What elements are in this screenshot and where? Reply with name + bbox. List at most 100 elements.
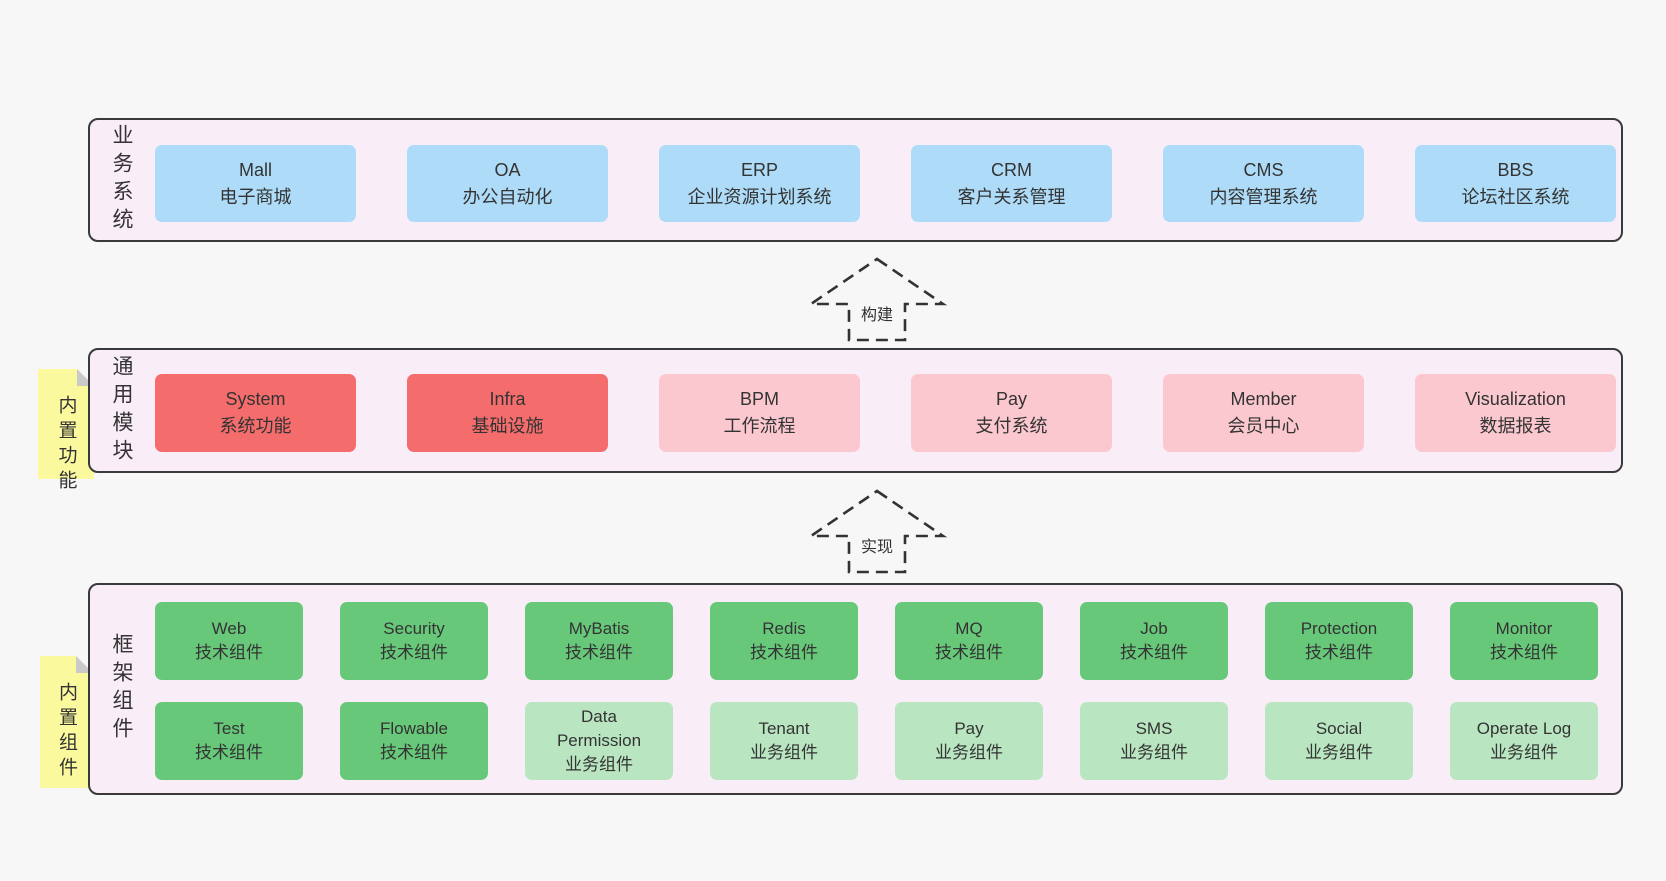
box-member: Member 会员中心 bbox=[1163, 374, 1364, 452]
box-flowable: Flowable 技术组件 bbox=[340, 702, 488, 780]
box-security-desc: 技术组件 bbox=[380, 643, 448, 662]
box-system: System 系统功能 bbox=[155, 374, 356, 452]
box-pay-component-desc: 业务组件 bbox=[935, 743, 1003, 762]
box-oa: OA 办公自动化 bbox=[407, 145, 608, 222]
band-business-systems: 业务系统 Mall 电子商城 OA 办公自动化 ERP 企业资源计划系统 CRM… bbox=[88, 118, 1623, 242]
box-bbs-name: BBS bbox=[1497, 159, 1534, 180]
box-test-desc: 技术组件 bbox=[195, 743, 263, 762]
box-web-name: Web bbox=[211, 619, 247, 638]
arrow-up-dashed-icon bbox=[806, 257, 948, 342]
arrow-implement-label: 实现 bbox=[856, 532, 898, 558]
box-redis: Redis 技术组件 bbox=[710, 602, 858, 680]
framework-components-row-2: Test 技术组件 Flowable 技术组件 Data Permission … bbox=[155, 702, 1598, 780]
common-modules-boxes: System 系统功能 Infra 基础设施 BPM 工作流程 Pay 支付系统… bbox=[155, 374, 1616, 452]
box-data-permission: Data Permission 业务组件 bbox=[525, 702, 673, 780]
box-member-desc: 会员中心 bbox=[1227, 416, 1300, 436]
band-common-modules: 通用模块 System 系统功能 Infra 基础设施 BPM 工作流程 Pay… bbox=[88, 348, 1623, 473]
box-data-permission-desc: 业务组件 bbox=[565, 755, 633, 774]
framework-components-row-1: Web 技术组件 Security 技术组件 MyBatis 技术组件 Redi… bbox=[155, 602, 1598, 680]
box-security-name: Security bbox=[383, 619, 445, 638]
band-framework-components: 框架组件 Web 技术组件 Security 技术组件 MyBatis 技术组件… bbox=[88, 583, 1623, 795]
box-job-desc: 技术组件 bbox=[1120, 643, 1188, 662]
business-systems-boxes: Mall 电子商城 OA 办公自动化 ERP 企业资源计划系统 CRM 客户关系… bbox=[155, 145, 1616, 222]
sticky-built-in-components-label: 内置组件 bbox=[56, 682, 77, 782]
box-erp-desc: 企业资源计划系统 bbox=[687, 186, 832, 207]
box-operate-log-name: Operate Log bbox=[1476, 719, 1572, 738]
box-erp-name: ERP bbox=[740, 159, 778, 180]
box-tenant-desc: 业务组件 bbox=[750, 743, 818, 762]
box-operate-log-desc: 业务组件 bbox=[1490, 743, 1558, 762]
box-sms-name: SMS bbox=[1135, 719, 1173, 738]
box-system-name: System bbox=[225, 389, 286, 409]
band-business-systems-label: 业务系统 bbox=[110, 124, 133, 236]
box-crm-desc: 客户关系管理 bbox=[957, 186, 1066, 207]
arrow-up-dashed-icon bbox=[806, 489, 948, 574]
box-erp: ERP 企业资源计划系统 bbox=[659, 145, 860, 222]
box-infra-name: Infra bbox=[489, 389, 526, 409]
box-tenant: Tenant 业务组件 bbox=[710, 702, 858, 780]
box-job: Job 技术组件 bbox=[1080, 602, 1228, 680]
box-sms: SMS 业务组件 bbox=[1080, 702, 1228, 780]
box-infra: Infra 基础设施 bbox=[407, 374, 608, 452]
box-oa-desc: 办公自动化 bbox=[462, 186, 553, 207]
box-web: Web 技术组件 bbox=[155, 602, 303, 680]
box-system-desc: 系统功能 bbox=[219, 416, 292, 436]
box-visualization-name: Visualization bbox=[1465, 389, 1566, 409]
box-sms-desc: 业务组件 bbox=[1120, 743, 1188, 762]
box-pay-module-name: Pay bbox=[995, 389, 1028, 409]
box-social-name: Social bbox=[1315, 719, 1363, 738]
box-bbs-desc: 论坛社区系统 bbox=[1461, 186, 1570, 207]
box-crm-name: CRM bbox=[991, 159, 1032, 180]
arrow-build-label: 构建 bbox=[856, 300, 898, 326]
box-web-desc: 技术组件 bbox=[195, 643, 263, 662]
box-mq-name: MQ bbox=[955, 619, 983, 638]
box-mybatis-desc: 技术组件 bbox=[565, 643, 633, 662]
box-social-desc: 业务组件 bbox=[1305, 743, 1373, 762]
box-oa-name: OA bbox=[494, 159, 521, 180]
box-monitor-name: Monitor bbox=[1495, 619, 1553, 638]
box-mall-desc: 电子商城 bbox=[219, 186, 292, 207]
box-mq-desc: 技术组件 bbox=[935, 643, 1003, 662]
box-job-name: Job bbox=[1140, 619, 1168, 638]
box-cms: CMS 内容管理系统 bbox=[1163, 145, 1364, 222]
box-mall: Mall 电子商城 bbox=[155, 145, 356, 222]
box-operate-log: Operate Log 业务组件 bbox=[1450, 702, 1598, 780]
box-monitor: Monitor 技术组件 bbox=[1450, 602, 1598, 680]
box-mall-name: Mall bbox=[238, 159, 272, 180]
box-pay-module: Pay 支付系统 bbox=[911, 374, 1112, 452]
arrow-build: 构建 bbox=[806, 256, 948, 344]
box-test: Test 技术组件 bbox=[155, 702, 303, 780]
box-tenant-name: Tenant bbox=[758, 719, 810, 738]
box-bpm: BPM 工作流程 bbox=[659, 374, 860, 452]
box-mybatis-name: MyBatis bbox=[568, 619, 630, 638]
box-test-name: Test bbox=[213, 719, 245, 738]
box-pay-component-name: Pay bbox=[954, 719, 984, 738]
box-redis-name: Redis bbox=[762, 619, 806, 638]
box-visualization: Visualization 数据报表 bbox=[1415, 374, 1616, 452]
box-protection-desc: 技术组件 bbox=[1305, 643, 1373, 662]
box-protection-name: Protection bbox=[1300, 619, 1378, 638]
box-bbs: BBS 论坛社区系统 bbox=[1415, 145, 1616, 222]
box-cms-desc: 内容管理系统 bbox=[1209, 186, 1318, 207]
box-flowable-desc: 技术组件 bbox=[380, 743, 448, 762]
arrow-implement: 实现 bbox=[806, 488, 948, 576]
box-flowable-name: Flowable bbox=[379, 719, 449, 738]
box-redis-desc: 技术组件 bbox=[750, 643, 818, 662]
box-pay-component: Pay 业务组件 bbox=[895, 702, 1043, 780]
box-monitor-desc: 技术组件 bbox=[1490, 643, 1558, 662]
box-bpm-desc: 工作流程 bbox=[723, 416, 796, 436]
box-pay-module-desc: 支付系统 bbox=[975, 416, 1048, 436]
box-mq: MQ 技术组件 bbox=[895, 602, 1043, 680]
band-common-modules-label: 通用模块 bbox=[110, 354, 133, 467]
box-mybatis: MyBatis 技术组件 bbox=[525, 602, 673, 680]
box-security: Security 技术组件 bbox=[340, 602, 488, 680]
box-social: Social 业务组件 bbox=[1265, 702, 1413, 780]
box-member-name: Member bbox=[1230, 389, 1297, 409]
box-data-permission-name: Data Permission bbox=[556, 707, 642, 750]
box-protection: Protection 技术组件 bbox=[1265, 602, 1413, 680]
box-bpm-name: BPM bbox=[739, 389, 779, 409]
box-crm: CRM 客户关系管理 bbox=[911, 145, 1112, 222]
box-cms-name: CMS bbox=[1243, 159, 1284, 180]
sticky-built-in-components: 内置组件 bbox=[40, 656, 93, 788]
band-framework-components-label: 框架组件 bbox=[110, 633, 133, 745]
